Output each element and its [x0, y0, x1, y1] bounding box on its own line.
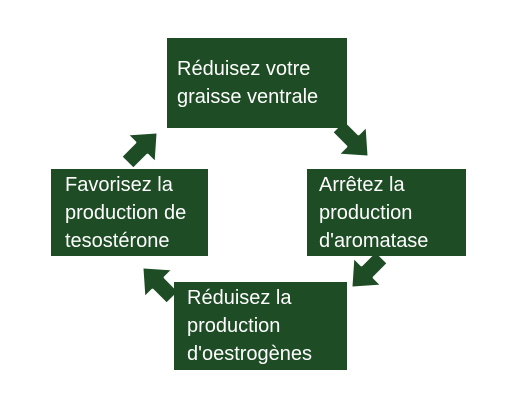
arrow-top-to-right [330, 118, 371, 159]
step-box-reduce-belly-fat: Réduisez votre graisse ventrale [167, 38, 347, 128]
step-box-stop-aromatase: Arrêtez la production d'aromatase [307, 169, 466, 256]
step-label: Réduisez la production d'oestrogènes [187, 287, 313, 365]
arrow-left-to-top [119, 130, 160, 171]
step-label: Arrêtez la production d'aromatase [319, 173, 429, 252]
step-box-reduce-estrogen: Réduisez la production d'oestrogènes [174, 282, 347, 370]
step-box-favor-testosterone: Favorisez la production de tesostérone [51, 169, 208, 256]
step-label: Favorisez la production de tesostérone [65, 173, 187, 252]
step-label: Réduisez votre graisse ventrale [177, 58, 319, 108]
